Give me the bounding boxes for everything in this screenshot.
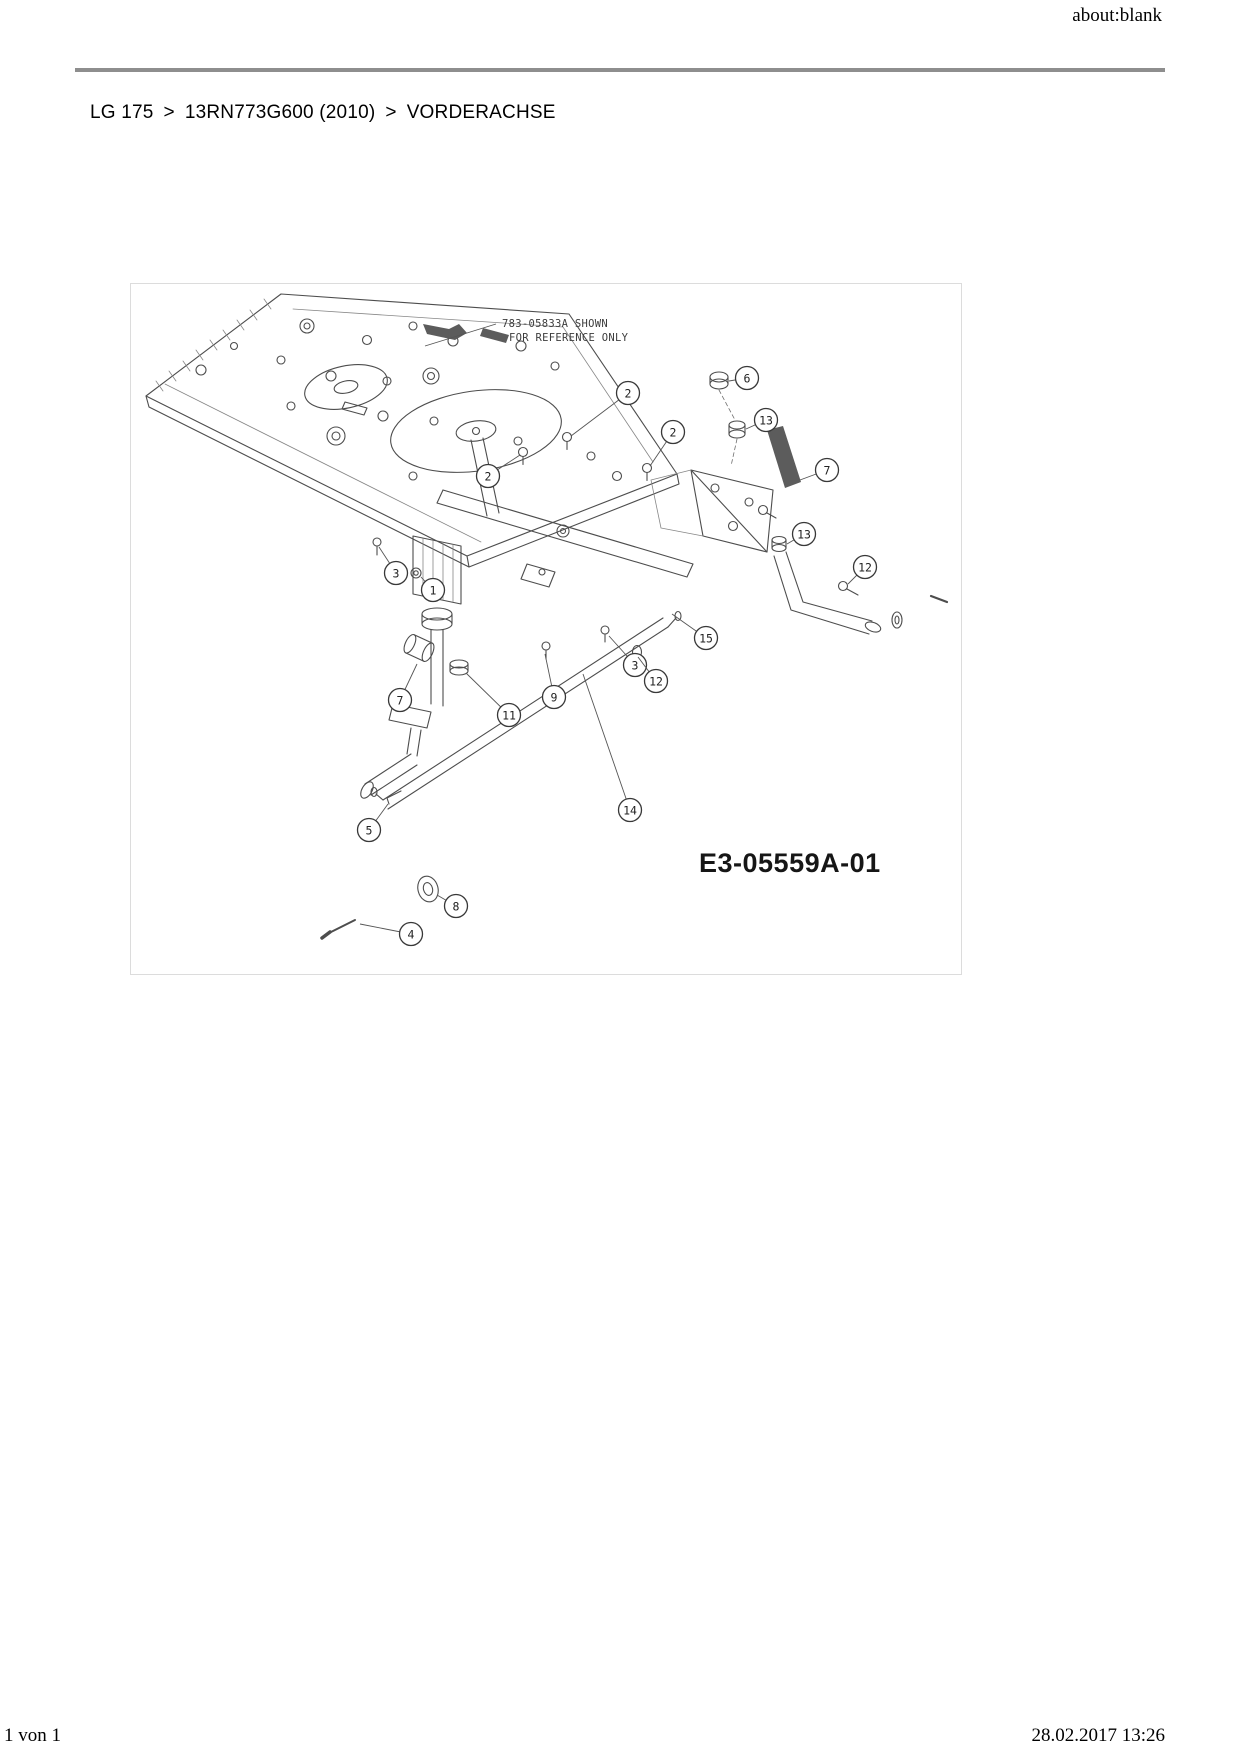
breadcrumb-separator: > (163, 102, 175, 123)
callout-12: 12 (637, 656, 669, 694)
callout-number: 1 (430, 584, 437, 598)
callout-number: 2 (485, 470, 492, 484)
callout-2: 2 (570, 380, 641, 437)
reference-note-line1: 783-05833A SHOWN (502, 318, 608, 330)
breadcrumb-separator: > (385, 102, 397, 123)
pivot-bracket-assembly (650, 469, 777, 553)
callout-circle (387, 687, 413, 713)
callout-6: 6 (728, 365, 760, 391)
reference-note: 783-05833A SHOWN FOR REFERENCE ONLY (424, 318, 629, 347)
callout-circle (814, 457, 840, 483)
callout-5: 5 (356, 803, 389, 843)
breadcrumb-item-section: VORDERACHSE (406, 102, 556, 123)
callout-number: 8 (453, 900, 460, 914)
callout-number: 13 (797, 528, 811, 542)
pitman-arm (767, 426, 801, 488)
callout-1: 1 (420, 576, 446, 603)
axle-support-bracket (412, 535, 462, 631)
fasteners-left (320, 537, 551, 940)
callout-circle (398, 921, 424, 947)
breadcrumb-item-model: LG 175 (90, 102, 154, 123)
callout-number: 6 (744, 372, 751, 386)
breadcrumb-item-serial: 13RN773G600 (2010) (184, 102, 376, 123)
callout-circle (615, 380, 641, 406)
callout-number: 14 (623, 804, 637, 818)
callout-3: 3 (378, 546, 409, 586)
callout-circle (734, 365, 760, 391)
breadcrumb: LG 175 >13RN773G600 (2010) > VORDERACHSE (90, 102, 556, 124)
callout-circle (852, 554, 878, 580)
callout-7: 7 (799, 457, 840, 483)
callout-4: 4 (359, 921, 424, 947)
tie-rod (370, 610, 682, 810)
callout-2: 2 (475, 454, 521, 489)
page-divider (75, 68, 1165, 72)
callout-13: 13 (745, 407, 779, 433)
callout-circle (475, 463, 501, 489)
callout-circle (496, 702, 522, 728)
callout-14: 14 (582, 673, 643, 823)
drawing-number: E3-05559A-01 (699, 848, 881, 878)
page-number: 1 von 1 (4, 1725, 61, 1746)
exploded-drawing (145, 293, 949, 940)
callout-number: 5 (366, 824, 373, 838)
callout-3: 3 (608, 635, 648, 678)
spindle-shaft (360, 629, 444, 799)
callout-number: 9 (551, 691, 558, 705)
callout-leader-line (582, 673, 631, 811)
parts-diagram: 783-05833A SHOWN FOR REFERENCE ONLY E3-0… (130, 283, 962, 975)
callout-circle (383, 560, 409, 586)
callout-number: 12 (649, 675, 663, 689)
callout-circle (660, 419, 686, 445)
callout-number: 11 (502, 709, 516, 723)
front-axle-bar (436, 489, 694, 588)
drag-link (773, 551, 882, 635)
callout-11: 11 (465, 672, 522, 728)
callout-number: 13 (759, 414, 773, 428)
print-timestamp: 28.02.2017 13:26 (1031, 1725, 1165, 1746)
callout-9: 9 (541, 653, 567, 710)
callout-circle (617, 797, 643, 823)
callout-number: 3 (393, 567, 400, 581)
callout-circle (541, 684, 567, 710)
callout-circle (753, 407, 779, 433)
fasteners-right (517, 431, 949, 660)
callout-circle (791, 521, 817, 547)
browser-page-title: about:blank (1072, 5, 1162, 26)
callout-circle (693, 625, 719, 651)
callout-number: 2 (670, 426, 677, 440)
steering-plate (390, 389, 562, 517)
callout-13: 13 (786, 521, 817, 547)
callout-number: 3 (632, 659, 639, 673)
steering-cap-and-bushings (709, 371, 787, 553)
callout-12: 12 (847, 554, 878, 585)
callout-circle (622, 652, 648, 678)
callout-7: 7 (387, 663, 418, 713)
callout-circle (443, 893, 469, 919)
callout-number: 12 (858, 561, 872, 575)
callout-circle (420, 577, 446, 603)
callout-8: 8 (436, 893, 469, 919)
callout-number: 2 (625, 387, 632, 401)
callout-number: 15 (699, 632, 713, 646)
callout-circle (643, 668, 669, 694)
callout-2: 2 (649, 419, 686, 467)
callout-number: 7 (397, 694, 404, 708)
callout-number: 7 (824, 464, 831, 478)
callout-number: 4 (408, 928, 415, 942)
reference-note-line2: FOR REFERENCE ONLY (509, 332, 629, 344)
callout-circle (356, 817, 382, 843)
callout-15: 15 (671, 613, 719, 651)
